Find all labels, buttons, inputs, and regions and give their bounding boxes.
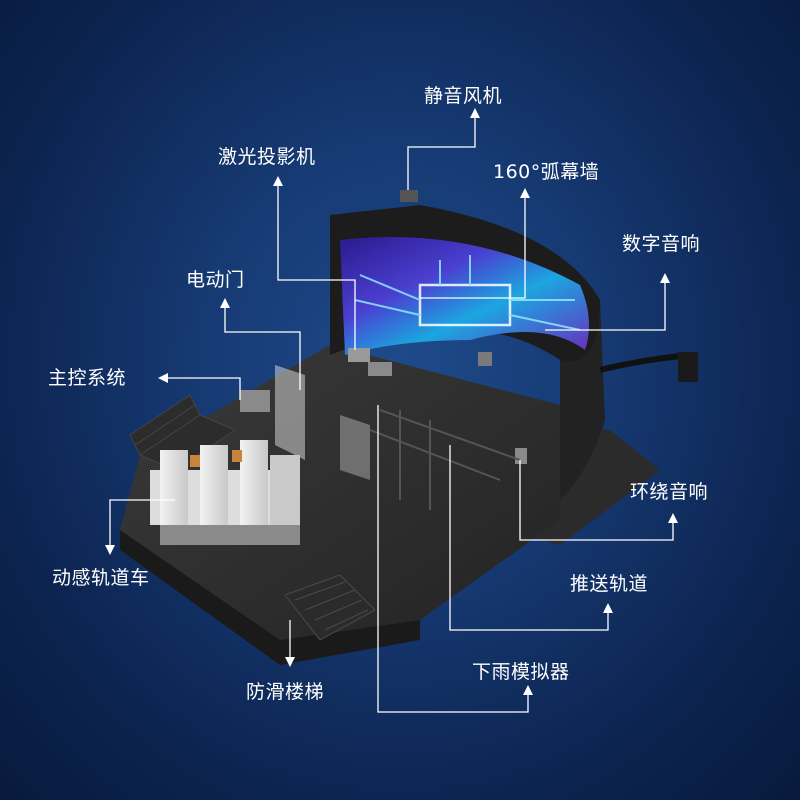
track-lines — [369, 409, 521, 510]
label-digital-audio: 数字音响 — [622, 233, 701, 255]
leader-lines — [109, 115, 674, 713]
surround-speaker-2 — [478, 352, 492, 366]
fan-unit — [400, 190, 418, 202]
label-electric-door: 电动门 — [186, 269, 245, 291]
screen-pattern — [354, 255, 581, 331]
projector-box-2 — [368, 362, 392, 376]
projector-box-1 — [348, 348, 370, 362]
screen-wall-right — [560, 300, 605, 500]
digital-audio-cable — [599, 352, 691, 373]
motion-car — [150, 440, 300, 545]
control-box — [240, 390, 270, 412]
digital-audio-speaker — [678, 352, 698, 382]
surround-speaker — [515, 448, 527, 464]
label-arc-screen: 160°弧幕墙 — [493, 161, 600, 183]
label-silent-fan: 静音风机 — [424, 85, 503, 107]
label-antislip-stairs: 防滑楼梯 — [246, 681, 325, 703]
label-rain-simulator: 下雨模拟器 — [472, 661, 570, 683]
label-control-system: 主控系统 — [48, 367, 127, 389]
front-stairs — [284, 574, 376, 641]
electric-door — [275, 365, 305, 460]
label-push-track: 推送轨道 — [570, 573, 649, 595]
label-laser-projector: 激光投影机 — [218, 146, 316, 168]
arc-screen — [340, 237, 589, 355]
label-motion-car: 动感轨道车 — [52, 567, 150, 589]
label-surround-audio: 环绕音响 — [630, 481, 709, 503]
platform-side — [120, 530, 420, 665]
arrowheads — [105, 108, 678, 695]
door-panel-2 — [340, 415, 370, 480]
